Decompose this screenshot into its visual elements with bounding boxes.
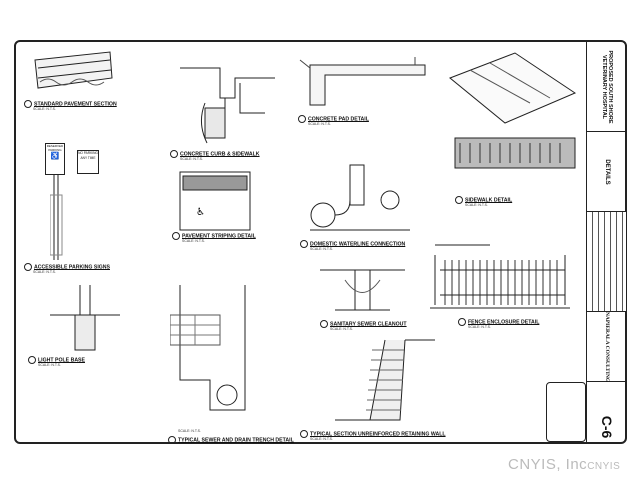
detail-scale: SCALE: N.T.S. [465, 203, 488, 207]
detail-title: PAVEMENT STRIPING DETAIL [172, 232, 256, 240]
revision-table [587, 212, 626, 312]
project-cell: PROPOSED SOUTH SHORE VETERINARY HOSPITAL [587, 42, 626, 132]
title-block: PROPOSED SOUTH SHORE VETERINARY HOSPITAL… [586, 42, 626, 442]
detail-title: LIGHT POLE BASE [28, 356, 85, 364]
detail-scale: SCALE: N.T.S. [308, 122, 331, 126]
detail-title: ACCESSIBLE PARKING SIGNS [24, 263, 110, 271]
light-pole-base-drawing [40, 285, 130, 355]
detail-title: FENCE ENCLOSURE DETAIL [458, 318, 539, 326]
detail-scale: SCALE: N.T.S. [182, 239, 205, 243]
no-parking-sign: NO PARKING ANY TIME [77, 150, 99, 174]
sidewalk-detail-drawing [445, 48, 580, 203]
stamp-box [546, 382, 586, 442]
concrete-curb-sidewalk-drawing [175, 48, 285, 148]
sheet-number-cell: C-6 [587, 382, 626, 442]
project-name: PROPOSED SOUTH SHORE VETERINARY HOSPITAL [600, 49, 613, 124]
concrete-pad-drawing [295, 57, 430, 110]
detail-title: TYPICAL SEWER AND DRAIN TRENCH DETAIL [168, 436, 294, 444]
sign-post-drawing [50, 175, 70, 260]
detail-title: TYPICAL SECTION UNREINFORCED RETAINING W… [300, 430, 446, 438]
svg-text:♿: ♿ [196, 207, 205, 218]
sanitary-sewer-cleanout-drawing [315, 255, 410, 320]
firm-cell: NAPIERALA CONSULTING [587, 311, 626, 382]
retaining-wall-drawing [335, 335, 435, 430]
detail-title: SANITARY SEWER CLEANOUT [320, 320, 407, 328]
sewer-drain-trench-drawing [170, 280, 290, 430]
detail-title: DOMESTIC WATERLINE CONNECTION [300, 240, 405, 248]
pavement-striping-drawing: ♿ [178, 170, 253, 235]
detail-scale: SCALE: N.T.S. [33, 107, 56, 111]
sheet-title-cell: DETAILS [587, 132, 626, 212]
firm-name: NAPIERALA CONSULTING [603, 311, 610, 382]
watermark: CNYIS, IncCNYIS [508, 456, 621, 473]
detail-scale: SCALE: N.T.S. [310, 247, 333, 251]
domestic-waterline-drawing [305, 160, 415, 240]
reserved-parking-sign: RESERVED PARKING♿ [45, 143, 65, 175]
detail-title: CONCRETE PAD DETAIL [298, 115, 369, 123]
detail-title: SIDEWALK DETAIL [455, 196, 512, 204]
sheet-title: DETAILS [603, 158, 610, 185]
detail-scale: SCALE: N.T.S. [310, 437, 333, 441]
detail-scale: SCALE: N.T.S. [178, 429, 201, 433]
detail-scale: SCALE: N.T.S. [468, 325, 491, 329]
detail-scale: SCALE: N.T.S. [38, 363, 61, 367]
drawing-sheet-border [14, 40, 627, 444]
detail-title: CONCRETE CURB & SIDEWALK [170, 150, 260, 158]
sheet-number: C-6 [598, 415, 615, 439]
standard-pavement-section-drawing [30, 48, 120, 98]
fence-enclosure-drawing [430, 240, 570, 315]
detail-scale: SCALE: N.T.S. [330, 327, 353, 331]
detail-scale: SCALE: N.T.S. [180, 157, 203, 161]
detail-scale: SCALE: N.T.S. [33, 270, 56, 274]
detail-title: STANDARD PAVEMENT SECTION [24, 100, 117, 108]
